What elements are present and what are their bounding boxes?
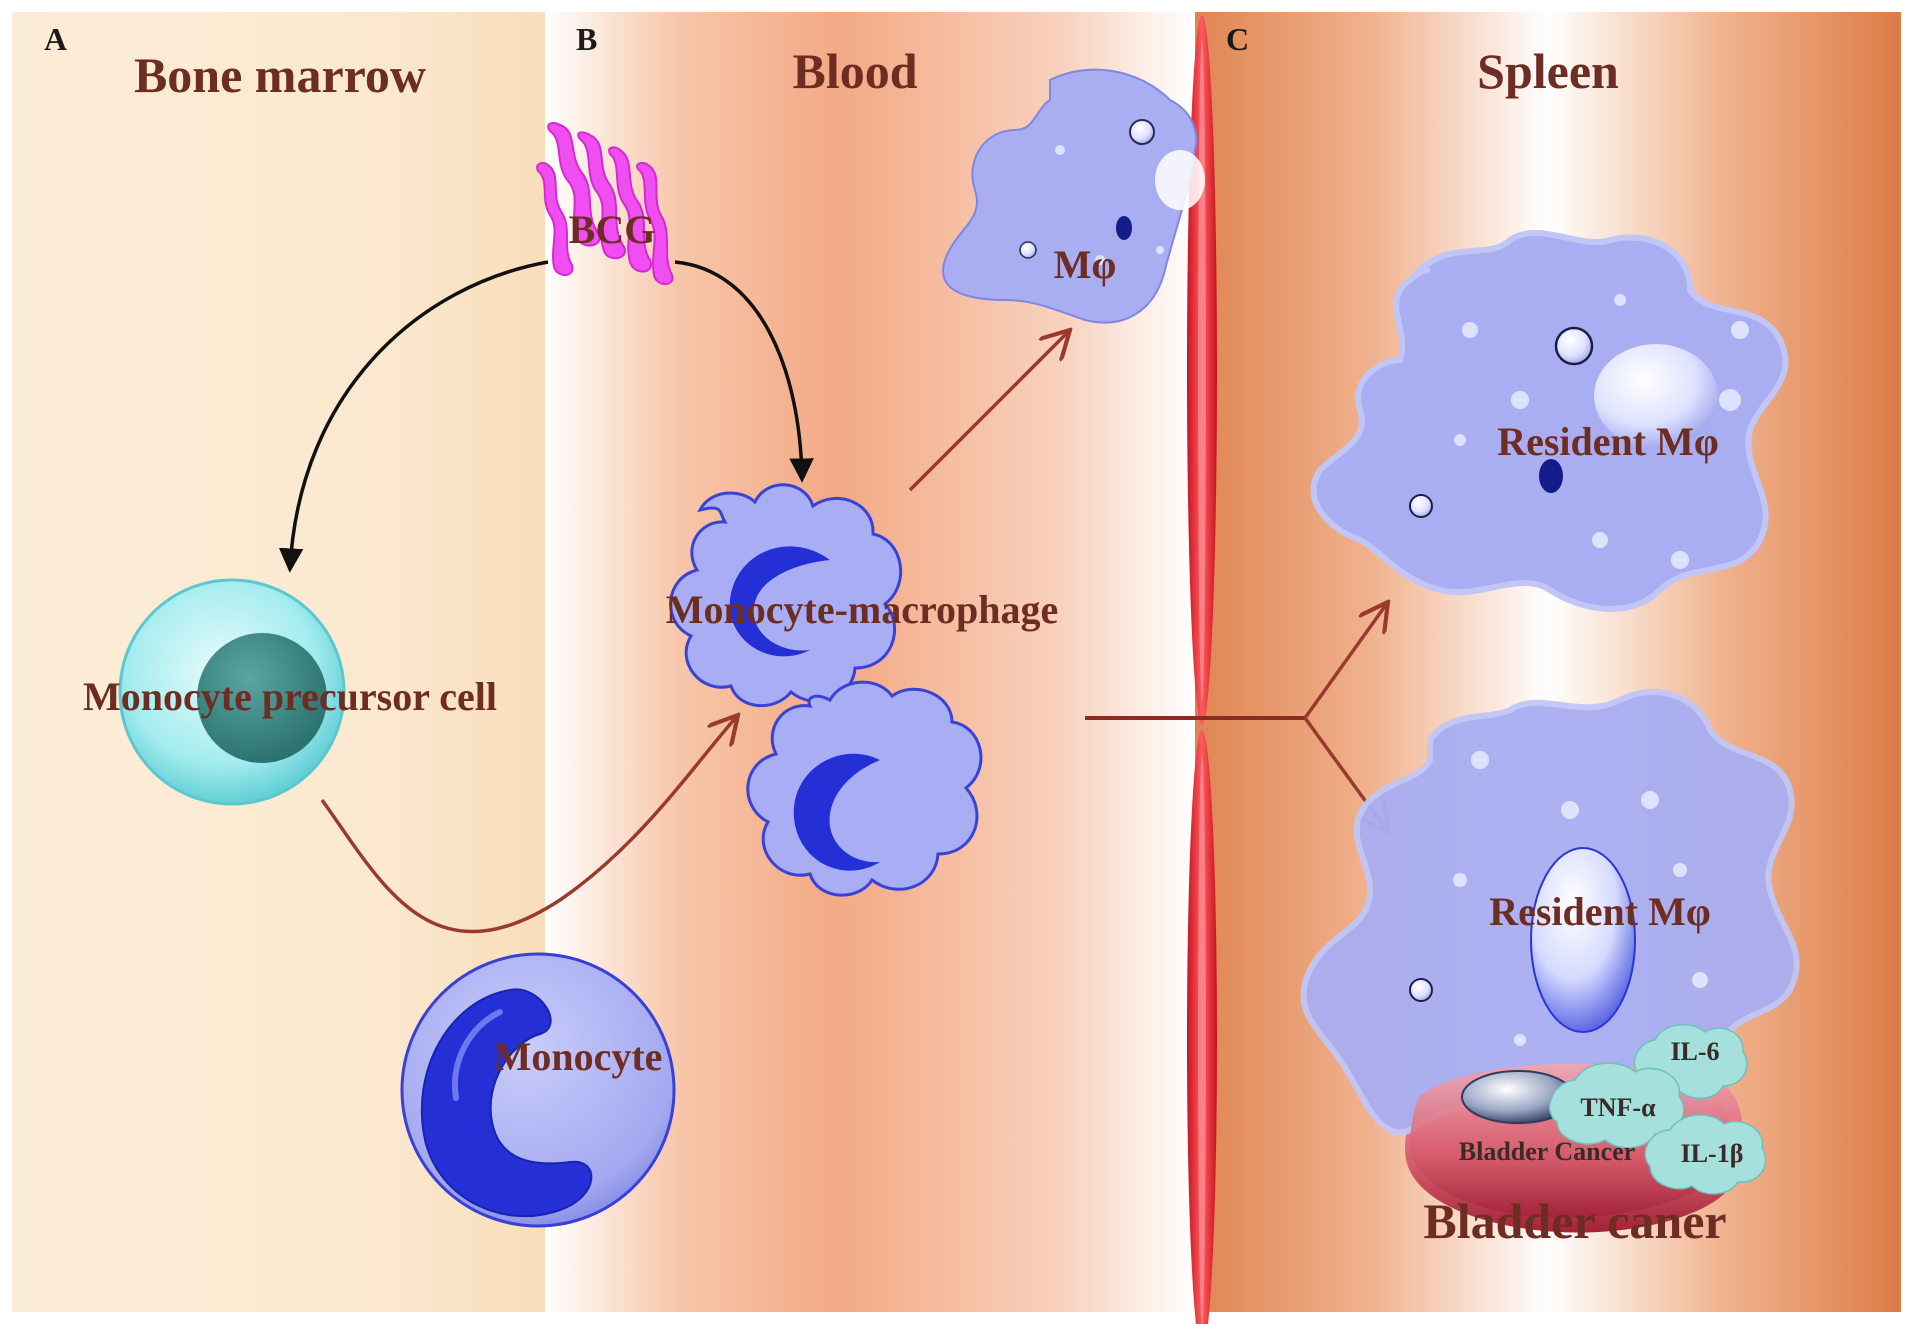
panel-title-blood: Blood <box>792 43 917 99</box>
monocyte-label: Monocyte <box>494 1034 663 1079</box>
arrow-to-blood-macrophage <box>908 330 1070 492</box>
monocyte-precursor-cell <box>118 578 346 806</box>
arrow-bcg-to-precursor <box>278 260 549 573</box>
arrow-precursor-to-monocyte-macrophage <box>320 715 738 934</box>
arrow-to-resident-top <box>1303 602 1388 720</box>
svg-text:TNF-α: TNF-α <box>1580 1093 1656 1122</box>
panel-letter-c: C <box>1226 21 1249 57</box>
bladder-cancer-small-label: Bladder Cancer <box>1459 1137 1635 1166</box>
monocyte-macrophage-cell-bottom <box>746 680 983 897</box>
cytokine-tnf-alpha: TNF-α <box>1548 1062 1685 1149</box>
resident-macrophage-bottom-label: Resident Mφ <box>1489 889 1711 934</box>
vessel-wall-lower <box>1187 730 1217 1324</box>
monocyte-macrophage-label: Monocyte-macrophage <box>666 587 1059 632</box>
bcg-label: BCG <box>569 207 656 252</box>
resident-macrophage-top-label: Resident Mφ <box>1497 419 1719 464</box>
resident-macrophage-top <box>1310 229 1789 612</box>
panel-title-spleen: Spleen <box>1477 43 1619 99</box>
panel-letter-a: A <box>44 21 67 57</box>
blood-macrophage-label: Mφ <box>1054 242 1117 287</box>
svg-text:IL-6: IL-6 <box>1670 1037 1719 1066</box>
arrow-bcg-to-monocyte-macrophage <box>674 260 814 483</box>
panel-letter-b: B <box>576 21 597 57</box>
bcg-bacteria <box>536 122 674 285</box>
panel-title-bone-marrow: Bone marrow <box>134 47 426 103</box>
monocyte-cell <box>400 952 676 1228</box>
blood-macrophage-cell <box>942 68 1205 324</box>
svg-text:IL-1β: IL-1β <box>1681 1139 1744 1168</box>
cytokine-il1-beta: IL-1β <box>1644 1114 1767 1195</box>
precursor-label: Monocyte precursor cell <box>83 674 497 719</box>
bladder-caption: Bladder caner <box>1423 1193 1726 1249</box>
